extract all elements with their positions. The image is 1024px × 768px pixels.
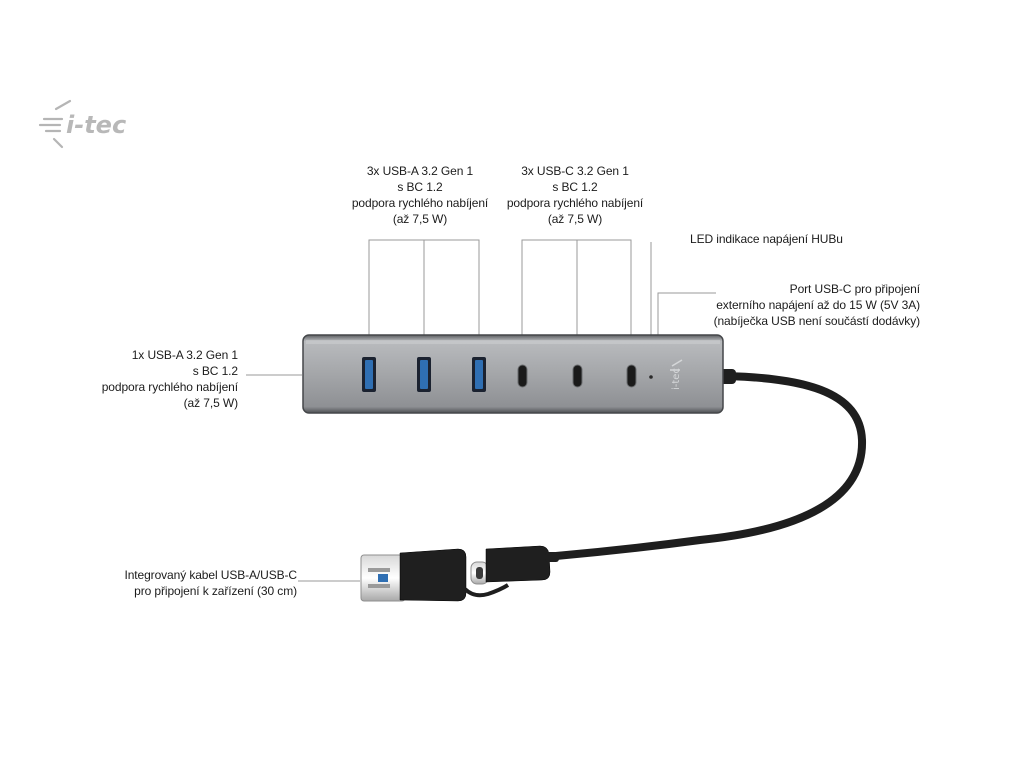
usb-c-connector	[470, 545, 559, 585]
callout-usb-a-line-4: (až 7,5 W)	[392, 212, 448, 226]
usb-a-port-1	[362, 357, 376, 392]
callout-cable: Integrovaný kabel USB-A/USB-C pro připoj…	[110, 567, 297, 599]
callout-usb-a-line-3: podpora rychlého nabíjení	[351, 196, 489, 210]
usb-c-port-3	[626, 364, 637, 388]
callout-side-line-1: 1x USB-A 3.2 Gen 1	[131, 348, 238, 362]
callout-cable-line-1: Integrovaný kabel USB-A/USB-C	[124, 568, 297, 582]
callout-led: LED indikace napájení HUBu	[690, 231, 843, 247]
power-led	[649, 375, 653, 379]
i-tec-logo: i-tec	[38, 99, 126, 149]
callout-side-line-3: podpora rychlého nabíjení	[101, 380, 238, 394]
usb-c-port-2	[572, 364, 583, 388]
usb-c-port-1	[517, 364, 528, 388]
logo-speed-lines	[38, 99, 72, 149]
callout-power-line-2: externího napájení až do 15 W (5V 3A)	[716, 298, 920, 312]
usb-a-port-2	[417, 357, 431, 392]
hub-brand-mark: i-tec	[670, 359, 683, 390]
hub-brand-text: i-tec	[671, 368, 682, 390]
hub-cable	[552, 372, 867, 560]
callout-power-port: Port USB-C pro připojení externího napáj…	[700, 281, 921, 329]
callout-power-line-3: (nabíječka USB není součástí dodávky)	[713, 314, 921, 328]
callout-side-usb-a: 1x USB-A 3.2 Gen 1 s BC 1.2 podpora rych…	[60, 347, 238, 411]
connector-tether	[463, 583, 510, 598]
hub-body: i-tec	[302, 334, 724, 414]
callout-led-line-1: LED indikace napájení HUBu	[690, 232, 843, 246]
usb-a-port-3	[472, 357, 486, 392]
callout-cable-line-2: pro připojení k zařízení (30 cm)	[134, 584, 297, 598]
callout-side-line-2: s BC 1.2	[192, 364, 238, 378]
callout-usb-a-ports: 3x USB-A 3.2 Gen 1 s BC 1.2 podpora rych…	[330, 163, 510, 227]
leader-power-port	[657, 292, 716, 338]
callout-usb-c-line-1: 3x USB-C 3.2 Gen 1	[521, 164, 629, 178]
callout-usb-a-line-1: 3x USB-A 3.2 Gen 1	[366, 164, 474, 178]
callout-side-line-4: (až 7,5 W)	[183, 396, 238, 410]
callout-power-line-1: Port USB-C pro připojení	[789, 282, 920, 296]
callout-usb-c-line-2: s BC 1.2	[552, 180, 598, 194]
callout-usb-c-line-3: podpora rychlého nabíjení	[506, 196, 644, 210]
callout-usb-c-ports: 3x USB-C 3.2 Gen 1 s BC 1.2 podpora rych…	[485, 163, 665, 227]
usb-a-connector	[360, 548, 467, 602]
callout-usb-c-line-4: (až 7,5 W)	[547, 212, 603, 226]
logo-text: i-tec	[66, 111, 126, 139]
callout-usb-a-line-2: s BC 1.2	[397, 180, 443, 194]
